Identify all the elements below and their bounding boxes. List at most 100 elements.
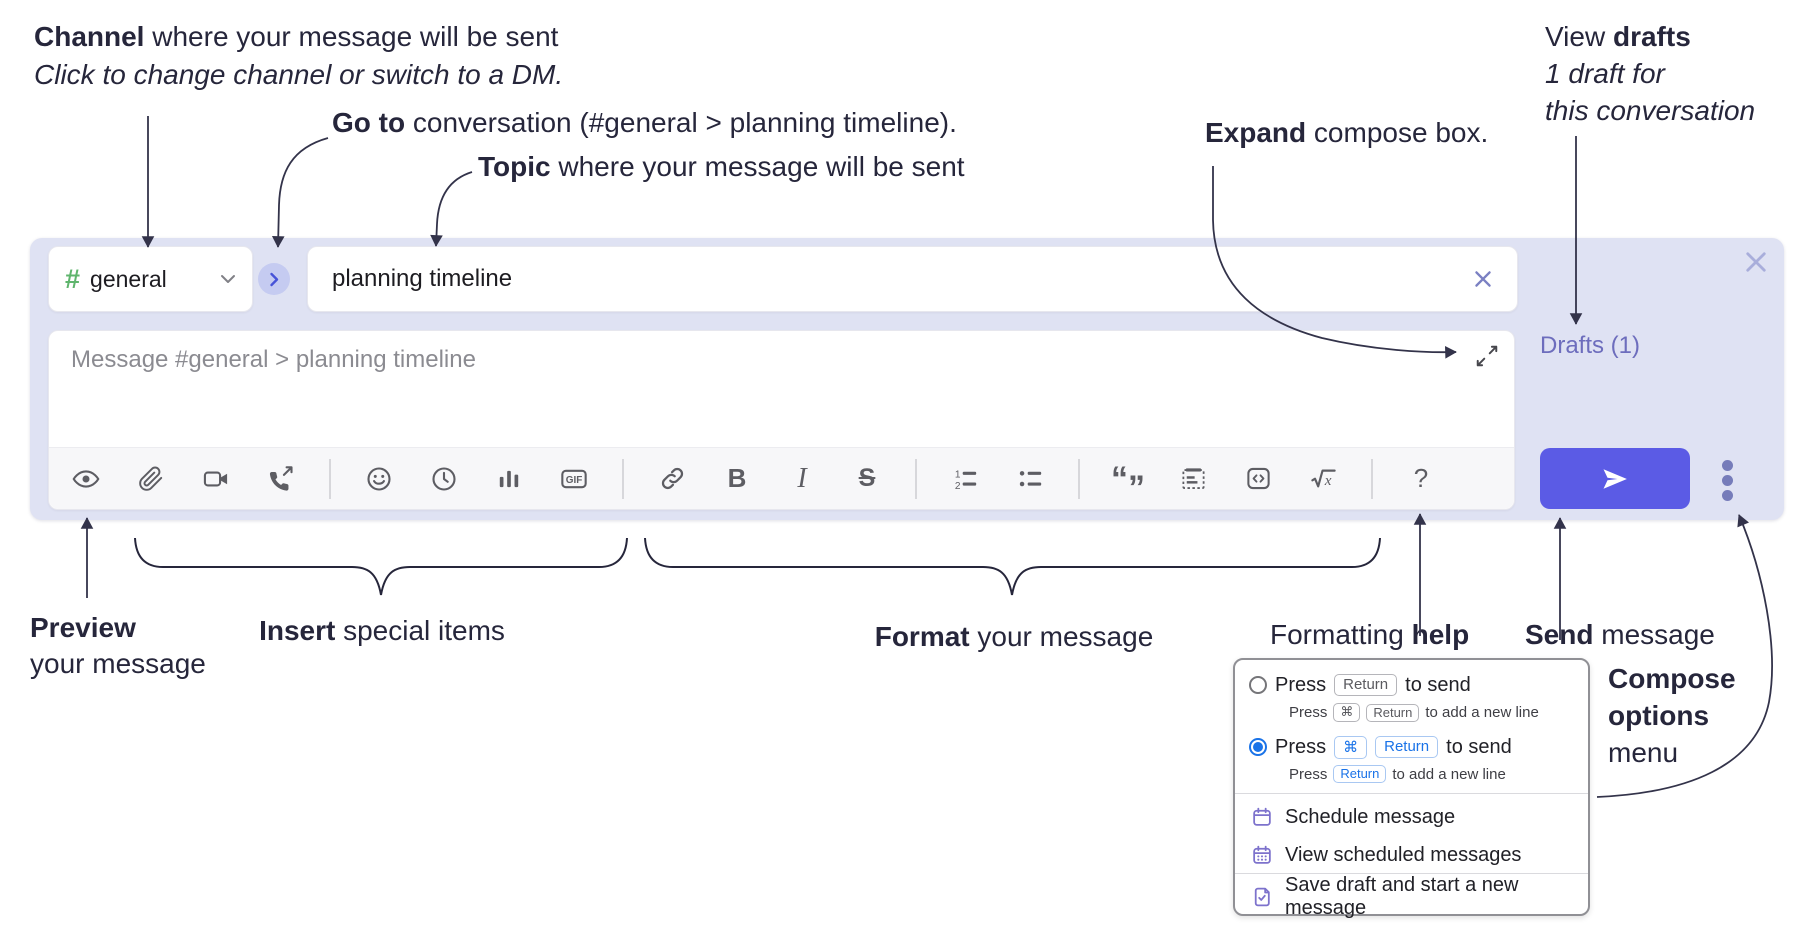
cmd-keycap: ⌘ — [1334, 735, 1368, 759]
view-drafts-line3: this conversation — [1545, 95, 1756, 126]
menu-item-label: Save draft and start a new message — [1285, 874, 1519, 919]
radio-unselected-icon[interactable] — [1249, 676, 1267, 694]
drafts-link[interactable]: Drafts (1) — [1540, 332, 1641, 359]
menu-item-view-scheduled[interactable]: View scheduled messages — [1235, 832, 1588, 870]
link-button[interactable] — [655, 459, 689, 499]
preview-annotation: Preview your message — [30, 610, 206, 682]
quote-icon: “” — [1111, 459, 1145, 507]
insert-annotation: Insert special items — [259, 612, 505, 650]
menu-item-schedule-message[interactable]: Schedule message — [1235, 794, 1588, 832]
blockquote-button[interactable] — [1176, 459, 1210, 499]
view-drafts-annotation: View drafts 1 draft for this conversatio… — [1545, 18, 1755, 129]
subtext: Press — [1289, 765, 1328, 783]
expand-annotation: Expand compose box. — [1205, 114, 1488, 152]
compose-options-button[interactable] — [1722, 460, 1733, 501]
formatting-help-button[interactable]: ? — [1404, 459, 1438, 499]
channel-selector[interactable]: # general — [48, 246, 253, 312]
topic-annotation-bold: Topic — [478, 151, 551, 182]
compose-options-line2: options — [1608, 700, 1710, 731]
insert-annotation-rest: special items — [335, 615, 505, 646]
formula-button[interactable]: x — [1306, 459, 1340, 499]
link-icon — [661, 467, 683, 490]
emoji-button[interactable] — [362, 459, 396, 499]
topic-input[interactable] — [330, 264, 1471, 294]
send-button[interactable] — [1540, 448, 1690, 509]
calendar-dots-icon — [1253, 845, 1271, 864]
goto-conversation-button[interactable] — [258, 263, 290, 295]
question-mark-icon: ? — [1413, 463, 1429, 493]
return-keycap: Return — [1333, 765, 1387, 783]
expand-annotation-rest: compose box. — [1306, 117, 1489, 148]
radio-selected-icon[interactable] — [1249, 738, 1267, 756]
preview-annotation-bold: Preview — [30, 612, 136, 643]
toolbar-divider — [915, 458, 917, 499]
format-annotation-rest: your message — [969, 621, 1154, 652]
return-keycap: Return — [1366, 703, 1420, 722]
toolbar-divider — [329, 458, 331, 499]
strikethrough-button[interactable]: S — [850, 459, 884, 499]
channel-annotation: Channel where your message will be sent … — [34, 18, 563, 94]
option-text: to send — [1446, 735, 1512, 758]
gif-button[interactable]: GIF — [557, 459, 591, 499]
gif-icon: GIF — [561, 469, 587, 488]
attach-file-button[interactable] — [134, 459, 168, 499]
send-icon — [1603, 468, 1627, 489]
menu-item-save-draft[interactable]: Save draft and start a new message — [1235, 874, 1588, 919]
option-subtext: Press ⌘ Return to add a new line — [1289, 703, 1588, 722]
quote-button[interactable]: “” — [1111, 459, 1145, 507]
bulleted-list-button[interactable] — [1013, 459, 1047, 499]
strikethrough-icon: S — [858, 464, 876, 492]
blockquote-icon — [1181, 468, 1205, 489]
popup-divider — [1235, 873, 1588, 874]
return-keycap: Return — [1334, 674, 1398, 696]
channel-annotation-rest: where your message will be sent — [144, 21, 559, 52]
close-icon — [1475, 271, 1491, 287]
dot — [1722, 460, 1733, 471]
compose-options-annotation: Compose options menu — [1608, 660, 1736, 771]
send-annotation-bold: Send — [1525, 619, 1594, 650]
code-icon — [1246, 467, 1270, 490]
message-input[interactable] — [69, 345, 973, 375]
topic-connector-line — [430, 171, 473, 247]
close-compose-button[interactable] — [1740, 246, 1772, 278]
code-button[interactable] — [1241, 459, 1275, 499]
subtext: Press — [1289, 704, 1328, 721]
bulleted-list-icon — [1019, 471, 1041, 487]
subtext: to add a new line — [1392, 765, 1506, 783]
view-drafts-bold: drafts — [1612, 21, 1691, 52]
ordered-list-button[interactable]: 1 2 — [948, 459, 982, 499]
italic-button[interactable]: I — [785, 459, 819, 499]
bold-icon: B — [727, 463, 747, 493]
goto-annotation-rest: conversation (#general > planning timeli… — [405, 107, 957, 138]
send-annotation-rest: message — [1593, 619, 1715, 650]
option-text: to send — [1405, 673, 1471, 696]
send-option-return: Press Return to send Press ⌘ Return to a… — [1235, 670, 1588, 722]
clear-topic-button[interactable] — [1471, 267, 1495, 291]
close-icon — [1746, 252, 1766, 272]
expand-compose-button[interactable] — [1474, 343, 1500, 369]
draft-note-icon — [1254, 887, 1270, 907]
channel-annotation-bold: Channel — [34, 21, 145, 52]
svg-text:GIF: GIF — [566, 475, 583, 486]
bold-button[interactable]: B — [720, 459, 754, 499]
svg-text:2: 2 — [954, 481, 960, 492]
send-annotation: Send message — [1525, 616, 1715, 654]
preview-eye-button[interactable] — [69, 459, 103, 499]
poll-button[interactable] — [492, 459, 526, 499]
compose-box: # general Drafts (1) — [30, 238, 1784, 520]
video-clip-button[interactable] — [199, 459, 233, 499]
radio-option-return-to-send[interactable]: Press Return to send — [1249, 670, 1588, 700]
recent-items-button[interactable] — [427, 459, 461, 499]
calendar-icon — [1253, 807, 1271, 826]
clock-icon — [432, 466, 456, 491]
audio-call-button[interactable] — [264, 459, 298, 499]
video-camera-icon — [203, 471, 228, 486]
menu-item-label: Schedule message — [1285, 805, 1456, 828]
toolbar-divider — [622, 458, 624, 499]
radio-option-cmd-return-to-send[interactable]: Press ⌘ Return to send — [1249, 732, 1588, 762]
topic-annotation: Topic where your message will be sent — [478, 148, 965, 186]
compose-toolbar: GIF B I S — [49, 447, 1514, 509]
eye-icon — [72, 469, 100, 488]
dot — [1722, 475, 1733, 486]
